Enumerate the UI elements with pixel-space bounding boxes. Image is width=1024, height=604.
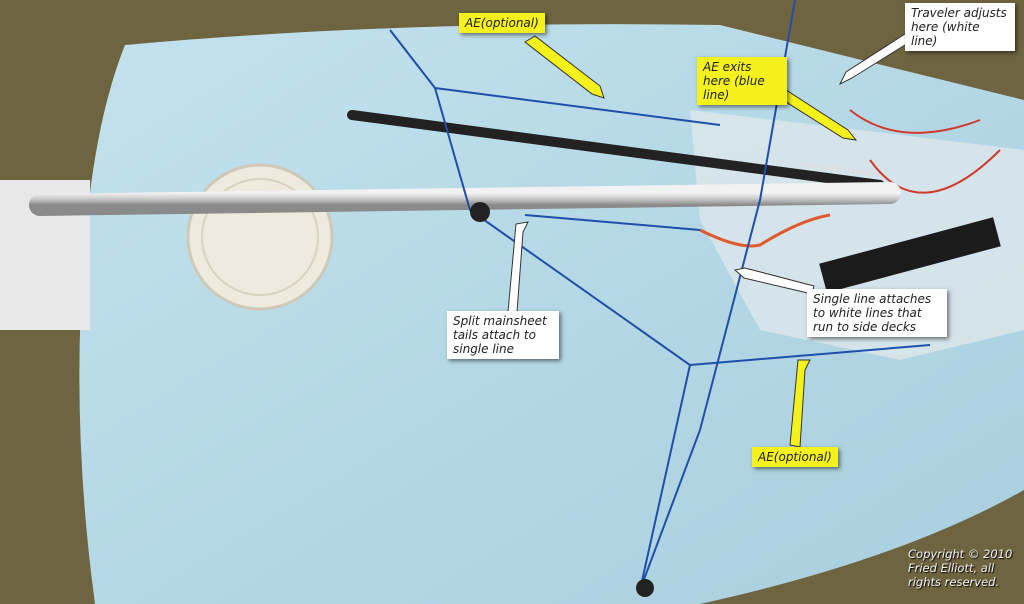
callout-split-mainsheet: Split mainsheet tails attach to single l… <box>447 311 559 359</box>
callout-ae-optional-bottom: AE(optional) <box>752 447 838 467</box>
red-control-lines <box>849 109 1001 194</box>
copyright-line-1: Copyright © 2010 <box>908 547 1013 561</box>
yellow-arrows <box>524 35 858 448</box>
mainsheet-block <box>470 202 490 222</box>
red-lines <box>699 213 831 248</box>
callout-single-line: Single line attaches to white lines that… <box>807 289 947 337</box>
copyright-line-3: rights reserved. <box>908 575 1000 589</box>
hiking-strap <box>819 217 1001 293</box>
boom <box>29 182 901 216</box>
callout-ae-exits: AE exits here (blue line) <box>697 57 787 105</box>
copyright-line-2: Fried Elliott, all <box>908 561 995 575</box>
callout-ae-optional-top: AE(optional) <box>459 13 545 33</box>
callout-traveler: Traveler adjusts here (white line) <box>905 3 1015 51</box>
copyright-notice: Copyright © 2010 Fried Elliott, all righ… <box>908 547 1012 589</box>
tiller-extension <box>347 110 885 190</box>
inspection-hatch <box>186 163 334 311</box>
